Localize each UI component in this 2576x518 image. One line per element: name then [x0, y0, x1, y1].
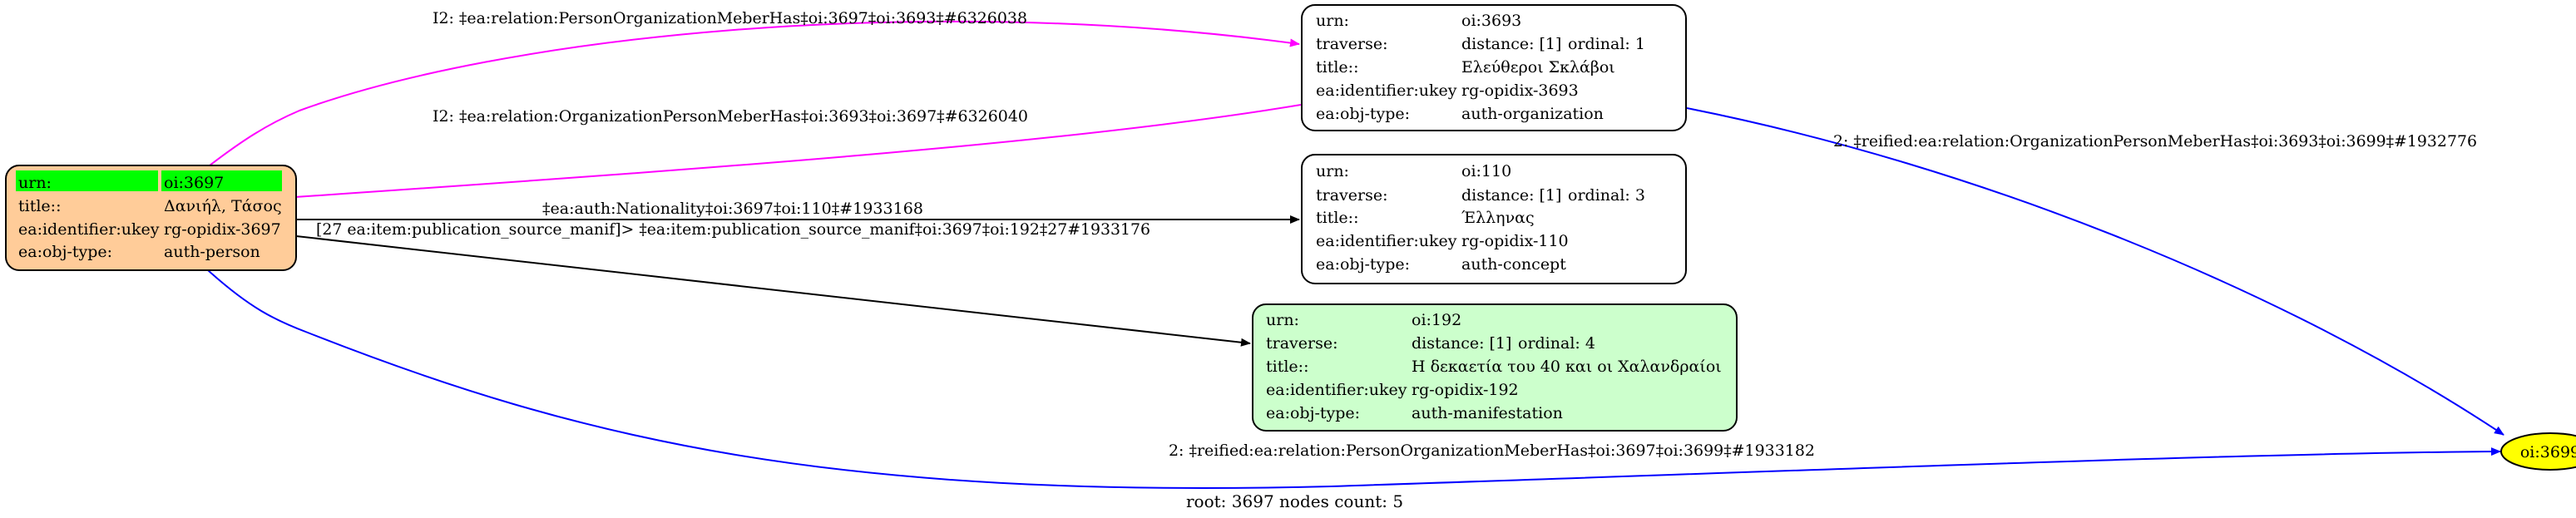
- row-key: ea:obj-type:: [1266, 404, 1360, 422]
- row-key: ea:identifier:ukey: [18, 220, 160, 239]
- edge-label: I2: ‡ea:relation:OrganizationPersonMeber…: [433, 107, 1028, 126]
- row-value: distance: [1]: [1412, 334, 1511, 353]
- row-value: rg-opidix-192: [1412, 381, 1519, 399]
- row-key: traverse:: [1266, 334, 1338, 353]
- row-key: ea:identifier:ukey: [1316, 232, 1457, 250]
- row-key: ea:identifier:ukey: [1266, 381, 1407, 399]
- edge-label: ‡ea:auth:Nationality‡oi:3697‡oi:110‡#193…: [542, 200, 923, 218]
- edge-label: I2: ‡ea:relation:PersonOrganizationMeber…: [433, 9, 1027, 27]
- row-value: rg-opidix-110: [1461, 232, 1569, 250]
- row-key: traverse:: [1316, 186, 1388, 205]
- row-key: urn:: [1266, 311, 1299, 329]
- row-value: auth-person: [164, 243, 260, 261]
- row-value: auth-organization: [1461, 105, 1604, 123]
- edge-label: [27 ea:item:publication_source_manif]> ‡…: [316, 220, 1150, 239]
- row-key: title::: [18, 197, 61, 215]
- edge-path[interactable]: [295, 235, 1251, 347]
- edge-3693-to-3699[interactable]: 2: ‡reified:ea:relation:OrganizationPers…: [1686, 107, 2504, 436]
- edge-3697-to-110[interactable]: ‡ea:auth:Nationality‡oi:3697‡oi:110‡#193…: [296, 200, 1300, 224]
- row-extra: ordinal: 1: [1568, 35, 1645, 53]
- row-value: oi:3693: [1461, 12, 1521, 30]
- row-key: title::: [1316, 58, 1358, 76]
- row-value: rg-opidix-3693: [1461, 81, 1579, 100]
- row-value: rg-opidix-3697: [164, 220, 281, 239]
- edge-3697-to-3693[interactable]: I2: ‡ea:relation:PersonOrganizationMeber…: [209, 9, 1300, 166]
- edge-path[interactable]: [207, 269, 2501, 489]
- node-box[interactable]: [1301, 154, 1687, 284]
- edge-path[interactable]: [1686, 107, 2504, 436]
- row-key: title::: [1266, 358, 1308, 376]
- row-key: urn:: [1316, 12, 1349, 30]
- row-value: auth-concept: [1461, 255, 1566, 274]
- node-box[interactable]: [1301, 4, 1687, 131]
- node-ellipse[interactable]: [2500, 432, 2576, 471]
- row-key: ea:obj-type:: [1316, 105, 1410, 123]
- graph-footer: root: 3697 nodes count: 5: [1186, 491, 1403, 511]
- row-value: Δανιήλ, Τάσος: [164, 197, 282, 215]
- row-key: title::: [1316, 209, 1358, 227]
- row-key: ea:obj-type:: [18, 243, 112, 261]
- node-oi-3693[interactable]: urn: oi:3693 traverse: distance: [1] ord…: [1301, 4, 1687, 131]
- row-extra: ordinal: 4: [1518, 334, 1595, 353]
- edge-path[interactable]: [282, 104, 1302, 202]
- node-label: oi:3699: [2520, 443, 2576, 461]
- edge-3693-to-3697[interactable]: I2: ‡ea:relation:OrganizationPersonMeber…: [282, 104, 1302, 202]
- node-oi-192[interactable]: urn: oi:192 traverse: distance: [1] ordi…: [1252, 303, 1738, 432]
- row-value: oi:3697: [164, 174, 224, 192]
- urn-value-highlight: [161, 170, 282, 191]
- row-value: Ελεύθεροι Σκλάβοι: [1461, 58, 1615, 76]
- edge-3697-to-3699[interactable]: 2: ‡reified:ea:relation:PersonOrganizati…: [207, 269, 2501, 489]
- row-value: Έλληνας: [1461, 209, 1535, 227]
- edge-path[interactable]: [209, 20, 1300, 166]
- row-value: distance: [1]: [1461, 186, 1561, 205]
- row-key: traverse:: [1316, 35, 1388, 53]
- edge-label: 2: ‡reified:ea:relation:PersonOrganizati…: [1169, 442, 1815, 460]
- row-key: ea:identifier:ukey: [1316, 81, 1457, 100]
- node-oi-110[interactable]: urn: oi:110 traverse: distance: [1] ordi…: [1301, 154, 1687, 284]
- edge-3697-to-192[interactable]: [27 ea:item:publication_source_manif]> ‡…: [295, 220, 1251, 347]
- node-box[interactable]: [5, 165, 297, 271]
- row-value: oi:192: [1412, 311, 1461, 329]
- row-value: Η δεκαετία του 40 και οι Χαλανδραίοι: [1412, 358, 1722, 376]
- row-key: ea:obj-type:: [1316, 255, 1410, 274]
- node-oi-3699[interactable]: oi:3699: [2500, 432, 2576, 471]
- urn-key-highlight: [16, 170, 158, 191]
- node-oi-3697[interactable]: urn: oi:3697 title:: Δανιήλ, Τάσος ea:id…: [5, 165, 297, 271]
- edge-label: 2: ‡reified:ea:relation:OrganizationPers…: [1833, 132, 2477, 150]
- row-value: auth-manifestation: [1412, 404, 1563, 422]
- row-key: urn:: [18, 174, 52, 192]
- row-key: urn:: [1316, 162, 1349, 180]
- node-box[interactable]: [1252, 303, 1738, 432]
- row-value: distance: [1]: [1461, 35, 1561, 53]
- row-extra: ordinal: 3: [1568, 186, 1645, 205]
- row-value: oi:110: [1461, 162, 1511, 180]
